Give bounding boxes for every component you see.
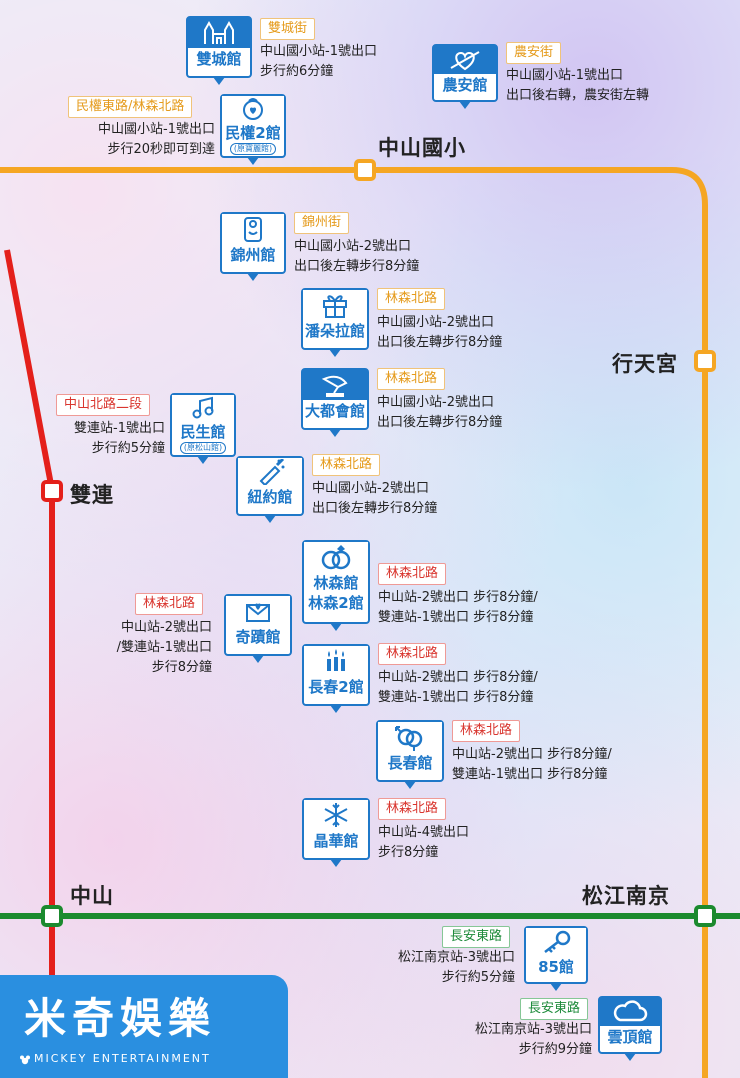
- brand-name-en: MICKEY ENTERTAINMENT: [34, 1052, 211, 1065]
- venue-changchun[interactable]: 長春館: [376, 720, 444, 789]
- venue-directions: 中山國小站-2號出口出口後左轉步行8分鐘: [312, 481, 438, 516]
- mickey-ears-icon: [20, 1055, 30, 1065]
- station-xingtian: 行天宮: [612, 352, 678, 376]
- venue-niuyue[interactable]: 紐約館: [236, 456, 304, 523]
- music-note-icon: [192, 396, 214, 419]
- love-letter-icon: [246, 603, 270, 622]
- street-tag: 林森北路: [452, 720, 521, 742]
- venue-jinzhou[interactable]: 錦州館: [220, 212, 286, 281]
- station-shuanglian: 雙連: [70, 483, 114, 507]
- heart-arrow-icon: [450, 51, 480, 71]
- street-tag: 林森北路: [378, 563, 447, 585]
- brand-logo: 米奇娛樂 MICKEY ENTERTAINMENT: [0, 975, 288, 1078]
- venue-changchun2[interactable]: 長春2館: [302, 644, 370, 713]
- venue-directions: 中山站-2號出口/雙連站-1號出口步行8分鐘: [116, 620, 212, 675]
- venue-name: 潘朵拉館: [304, 322, 365, 340]
- street-tag: 林森北路: [377, 368, 446, 390]
- street-tag: 林森北路: [378, 643, 447, 665]
- venue-directions: 中山國小站-2號出口出口後左轉步行8分鐘: [294, 239, 420, 274]
- venue-yunding[interactable]: 雲頂館: [598, 996, 662, 1061]
- venue-directions: 中山國小站-1號出口步行約6分鐘: [260, 44, 377, 79]
- venue-directions: 松江南京站-3號出口步行約9分鐘: [475, 1022, 592, 1057]
- station-zhongshan-elem: 中山國小: [378, 136, 466, 160]
- lock-heart-icon: [243, 98, 263, 120]
- station-marker-shuanglian: [41, 480, 63, 502]
- brand-name-zh: 米奇娛樂: [24, 994, 217, 1043]
- venue-name: 農安館: [442, 76, 488, 94]
- street-tag: 民權東路/林森北路: [68, 96, 193, 118]
- street-tag: 長安東路: [442, 926, 511, 948]
- venue-dadu[interactable]: 大都會館: [301, 368, 369, 437]
- gift-icon: [323, 295, 347, 318]
- venue-minsheng[interactable]: 民生館 (原松山館): [170, 393, 236, 464]
- venue-linsen[interactable]: 林森館 林森2館: [302, 540, 370, 631]
- venue-name: 雙城館: [196, 50, 242, 68]
- station-songjiang: 松江南京: [582, 884, 670, 908]
- street-tag: 林森北路: [378, 798, 447, 820]
- gender-symbols-icon: [395, 726, 423, 751]
- champagne-icon: [259, 459, 285, 485]
- venue-name: 錦州館: [230, 246, 276, 264]
- venue-directions: 中山站-4號出口步行8分鐘: [378, 825, 469, 860]
- station-marker-songjiang: [694, 905, 716, 927]
- venue-directions: 中山站-2號出口 步行8分鐘/雙連站-1號出口 步行8分鐘: [452, 747, 612, 782]
- street-tag: 林森北路: [312, 454, 381, 476]
- venue-directions: 中山國小站-1號出口步行20秒即可到達: [98, 122, 215, 157]
- venue-minquan2[interactable]: 民權2館 (原寶麗館): [220, 94, 286, 165]
- gramophone-icon: [321, 375, 348, 397]
- venue-qiji[interactable]: 奇蹟館: [224, 594, 292, 663]
- venue-nongan[interactable]: 農安館: [432, 44, 498, 109]
- candles-icon: [327, 649, 345, 671]
- venue-pandora[interactable]: 潘朵拉館: [301, 288, 369, 357]
- venue-name: 民生館: [180, 423, 226, 441]
- station-marker-zhongshan: [41, 905, 63, 927]
- venue-85[interactable]: 85館: [524, 926, 588, 991]
- cloud-icon: [613, 1000, 648, 1022]
- venue-directions: 中山站-2號出口 步行8分鐘/雙連站-1號出口 步行8分鐘: [378, 590, 538, 625]
- venue-directions: 中山國小站-1號出口出口後右轉，農安街左轉: [506, 68, 650, 103]
- venue-directions: 中山國小站-2號出口出口後左轉步行8分鐘: [377, 395, 503, 430]
- venue-name: 晶華館: [313, 832, 359, 850]
- street-tag: 雙城街: [260, 18, 316, 40]
- venue-name: 長春館: [387, 754, 433, 772]
- venue-name: 大都會館: [304, 402, 365, 420]
- street-tag: 長安東路: [520, 998, 589, 1020]
- venue-name: 85館: [538, 958, 574, 976]
- venue-name: 奇蹟館: [235, 628, 281, 646]
- venue-name: 民權2館: [225, 124, 281, 142]
- venue-directions: 雙連站-1號出口步行約5分鐘: [74, 421, 165, 456]
- venue-name: 長春2館: [308, 678, 364, 696]
- street-tag: 林森北路: [377, 288, 446, 310]
- venue-former-name: (原寶麗館): [229, 143, 277, 155]
- venue-directions: 松江南京站-3號出口步行約5分鐘: [398, 950, 515, 985]
- snowflake-icon: [324, 803, 348, 827]
- station-zhongshan: 中山: [70, 884, 114, 908]
- venue-jinghua[interactable]: 晶華館: [302, 798, 370, 867]
- venue-former-name: (原松山館): [179, 442, 227, 454]
- venue-shuangcheng[interactable]: 雙城館: [186, 16, 252, 85]
- castle-icon: [204, 20, 234, 44]
- station-marker-xingtian: [694, 350, 716, 372]
- venue-name: 雲頂館: [607, 1028, 653, 1046]
- door-hanger-icon: [244, 217, 262, 242]
- station-marker-zhongshan-elem: [354, 159, 376, 181]
- street-tag: 林森北路: [135, 593, 204, 615]
- street-tag: 錦州街: [294, 212, 350, 234]
- venue-name: 林森館: [313, 574, 359, 592]
- red-line: [4, 249, 55, 1078]
- rings-icon: [321, 545, 351, 570]
- street-tag: 農安街: [506, 42, 562, 64]
- venue-name-2: 林森2館: [308, 594, 364, 612]
- venue-directions: 中山站-2號出口 步行8分鐘/雙連站-1號出口 步行8分鐘: [378, 670, 538, 705]
- venue-directions: 中山國小站-2號出口出口後左轉步行8分鐘: [377, 315, 503, 350]
- venue-name: 紐約館: [247, 488, 293, 506]
- street-tag: 中山北路二段: [56, 394, 151, 416]
- key-icon: [544, 930, 571, 953]
- orange-line: [0, 167, 708, 1078]
